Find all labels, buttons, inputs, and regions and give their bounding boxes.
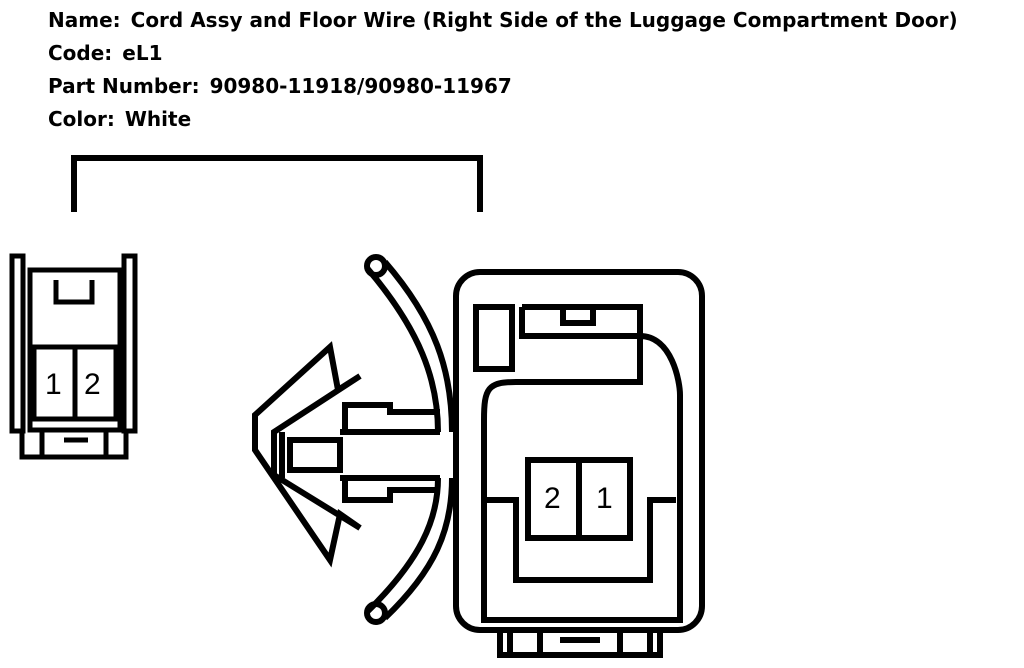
part-number-row: Part Number: 90980-11918/90980-11967	[48, 74, 512, 98]
part-number-value: 90980-11918/90980-11967	[209, 74, 512, 98]
small-pin-1: 1	[45, 368, 62, 401]
connector-bracket	[71, 155, 483, 212]
large-pin-2: 2	[544, 482, 561, 515]
small-pin-2: 2	[84, 368, 101, 401]
name-row: Name: Cord Assy and Floor Wire (Right Sid…	[48, 8, 958, 32]
large-pin-1: 1	[596, 482, 613, 515]
code-value: eL1	[122, 41, 163, 65]
small-connector	[9, 253, 138, 460]
part-number-label: Part Number:	[48, 74, 200, 98]
color-row: Color: White	[48, 107, 191, 131]
name-label: Name:	[48, 8, 121, 32]
code-row: Code: eL1	[48, 41, 163, 65]
code-label: Code:	[48, 41, 113, 65]
large-connector	[252, 254, 705, 658]
name-value: Cord Assy and Floor Wire (Right Side of …	[130, 8, 958, 32]
color-label: Color:	[48, 107, 115, 131]
color-value: White	[124, 107, 192, 131]
